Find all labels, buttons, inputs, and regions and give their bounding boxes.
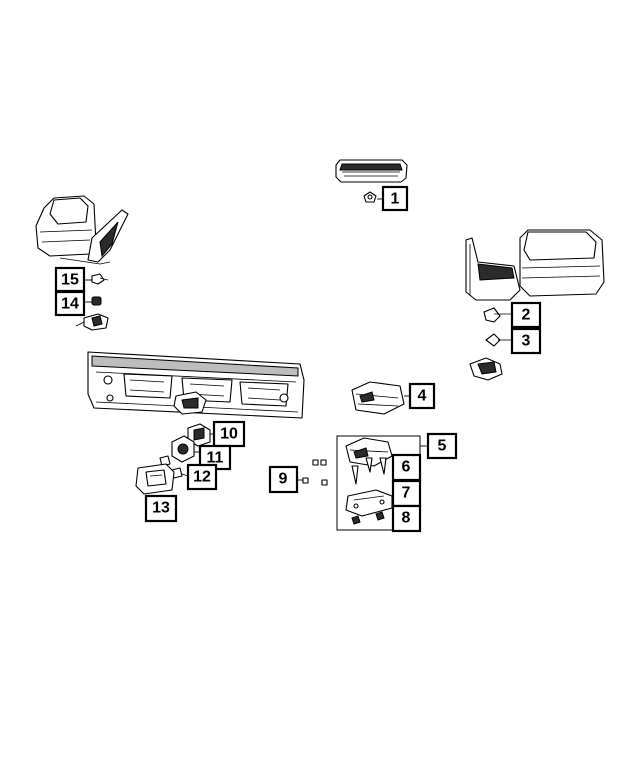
svg-text:7: 7 bbox=[402, 485, 411, 502]
part-6-bolts bbox=[351, 457, 387, 485]
callout-4: 4 bbox=[408, 382, 436, 410]
callout-13: 13 bbox=[144, 494, 178, 523]
part-13-bezel bbox=[135, 463, 175, 495]
part-3-nut bbox=[485, 333, 512, 347]
callout-3: 3 bbox=[510, 327, 542, 355]
right-mirror-assembly bbox=[465, 229, 605, 301]
callout-1: 1 bbox=[381, 185, 409, 212]
part-2-screw bbox=[483, 307, 512, 323]
callout-12: 12 bbox=[186, 463, 218, 491]
svg-text:2: 2 bbox=[522, 307, 531, 324]
part-8-clip bbox=[351, 511, 385, 525]
svg-text:5: 5 bbox=[438, 438, 447, 455]
svg-text:14: 14 bbox=[61, 296, 79, 313]
callout-5: 5 bbox=[426, 432, 458, 460]
svg-text:1: 1 bbox=[391, 191, 400, 208]
part-14-nut bbox=[91, 296, 102, 306]
part-11-camera bbox=[171, 435, 195, 463]
callout-9: 9 bbox=[268, 465, 299, 494]
svg-text:15: 15 bbox=[61, 272, 79, 289]
svg-text:4: 4 bbox=[418, 388, 427, 405]
tailgate-handle-camera bbox=[173, 391, 207, 415]
part-9-fasteners bbox=[302, 459, 328, 486]
right-mirror-harness bbox=[469, 357, 503, 381]
svg-text:8: 8 bbox=[402, 510, 411, 527]
callout-7: 7 bbox=[391, 479, 422, 508]
callout-11: 11 bbox=[198, 444, 232, 471]
callout-8: 8 bbox=[391, 504, 422, 533]
svg-text:3: 3 bbox=[522, 333, 531, 350]
svg-text:10: 10 bbox=[220, 426, 238, 443]
svg-text:12: 12 bbox=[193, 469, 211, 486]
left-mirror-harness bbox=[75, 313, 109, 331]
svg-text:13: 13 bbox=[152, 500, 170, 517]
callout-15: 15 bbox=[54, 266, 86, 293]
part-1-fastener bbox=[363, 191, 377, 203]
left-mirror-assembly bbox=[35, 195, 129, 265]
svg-text:6: 6 bbox=[402, 459, 411, 476]
part-7-bracket bbox=[345, 489, 393, 517]
callout-14: 14 bbox=[54, 290, 86, 317]
svg-text:11: 11 bbox=[207, 450, 224, 467]
svg-text:9: 9 bbox=[279, 471, 288, 488]
callout-6: 6 bbox=[391, 453, 422, 482]
part-4-module bbox=[351, 381, 405, 415]
callout-2: 2 bbox=[510, 301, 542, 329]
part-15-screw bbox=[91, 273, 109, 285]
callout-10: 10 bbox=[212, 420, 246, 448]
third-brake-light bbox=[335, 159, 408, 183]
